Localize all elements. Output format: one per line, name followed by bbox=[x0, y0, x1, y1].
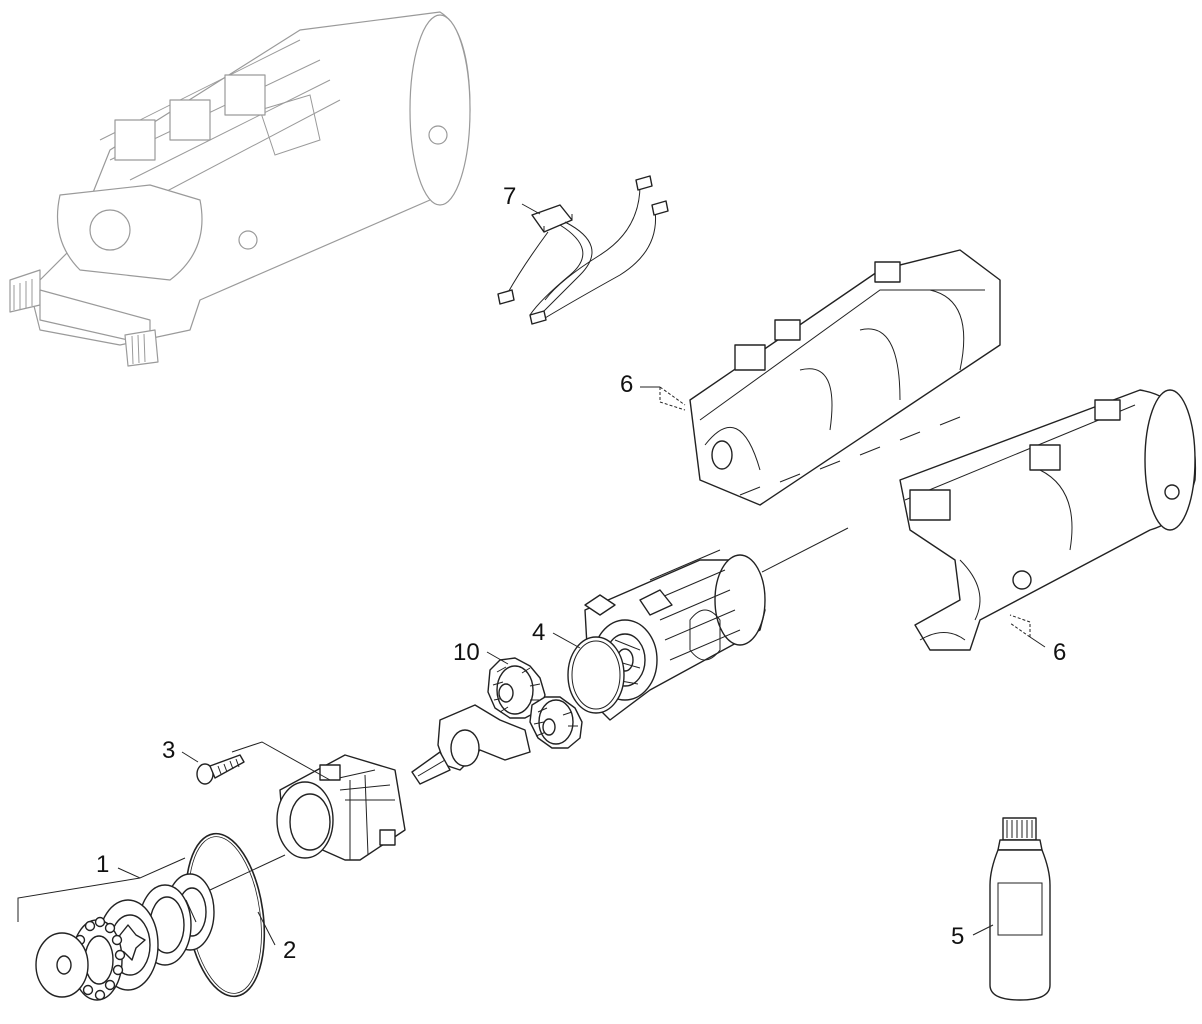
leader-7 bbox=[521, 203, 541, 215]
assembly-axis-line bbox=[761, 527, 849, 573]
leader-1-bracket bbox=[17, 877, 141, 922]
callout-6-upper: 6 bbox=[620, 371, 633, 398]
callout-4: 4 bbox=[532, 619, 545, 646]
callout-1: 1 bbox=[96, 851, 109, 878]
drive-shaft bbox=[411, 704, 531, 785]
assembled-pump-housing bbox=[9, 11, 471, 367]
leader-2-to-housing bbox=[209, 854, 286, 891]
o-ring-4 bbox=[567, 636, 625, 714]
gear-10-upper bbox=[487, 657, 546, 719]
screw-3 bbox=[196, 754, 245, 785]
leader-4 bbox=[552, 632, 581, 649]
callout-6-lower: 6 bbox=[1053, 639, 1066, 666]
leader-5 bbox=[972, 924, 994, 936]
bearing-set bbox=[35, 873, 215, 1001]
leader-3 bbox=[181, 751, 199, 763]
leader-10 bbox=[486, 651, 509, 665]
callout-5: 5 bbox=[951, 923, 964, 950]
leader-3-to-housing bbox=[231, 741, 331, 781]
gear-housing bbox=[276, 754, 406, 861]
callout-10: 10 bbox=[453, 639, 480, 666]
oil-bottle bbox=[989, 817, 1051, 1001]
gear-10-lower bbox=[529, 696, 583, 749]
leader-6-lower bbox=[1029, 636, 1046, 648]
callout-2: 2 bbox=[283, 937, 296, 964]
leader-lines bbox=[17, 203, 1046, 946]
leader-6-upper-dashed bbox=[659, 386, 686, 411]
cable-harness bbox=[497, 175, 669, 325]
leader-6-lower-dashed bbox=[1009, 614, 1031, 638]
leader-2 bbox=[257, 911, 276, 946]
housing-shell-half-upper bbox=[689, 249, 1001, 506]
leader-1 bbox=[117, 857, 186, 879]
callouts: 7 6 10 4 3 1 2 6 5 bbox=[96, 183, 1066, 964]
callout-3: 3 bbox=[162, 737, 175, 764]
housing-shell-half-lower bbox=[899, 389, 1197, 651]
callout-7: 7 bbox=[503, 183, 516, 210]
